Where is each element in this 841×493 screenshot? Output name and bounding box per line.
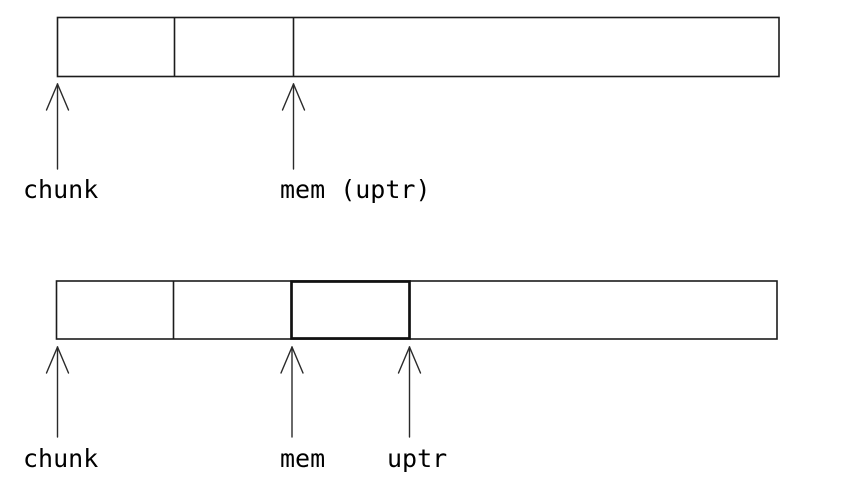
mem-pointer-arrow xyxy=(280,346,304,438)
mem-uptr-pointer-arrow xyxy=(281,83,306,170)
arrow-head-right xyxy=(291,346,304,374)
mem-label: mem xyxy=(280,444,325,473)
chunk-pointer-arrow xyxy=(45,346,70,438)
arrow-head-left xyxy=(281,83,295,111)
arrow-head-left xyxy=(397,346,411,374)
arrow-head-right xyxy=(408,346,422,374)
arrow-head-left xyxy=(280,346,293,374)
chunk-pointer-arrow xyxy=(45,83,70,170)
arrow-head-left xyxy=(45,346,59,374)
memory-bar xyxy=(56,16,780,78)
arrow-head-right xyxy=(292,83,306,111)
arrow-head-left xyxy=(45,83,59,111)
chunk-label: chunk xyxy=(23,444,98,473)
arrow-head-right xyxy=(56,346,70,374)
mem-uptr-label: mem (uptr) xyxy=(280,175,431,204)
aligned-block-highlight xyxy=(290,280,411,340)
uptr-label: uptr xyxy=(387,444,447,473)
uptr-pointer-arrow xyxy=(397,346,422,438)
chunk-label: chunk xyxy=(23,175,98,204)
arrow-head-right xyxy=(56,83,70,111)
diagram-top: chunk mem (uptr) xyxy=(23,16,780,204)
memory-bar xyxy=(55,280,778,340)
diagram-bottom: chunk mem uptr xyxy=(23,280,778,473)
